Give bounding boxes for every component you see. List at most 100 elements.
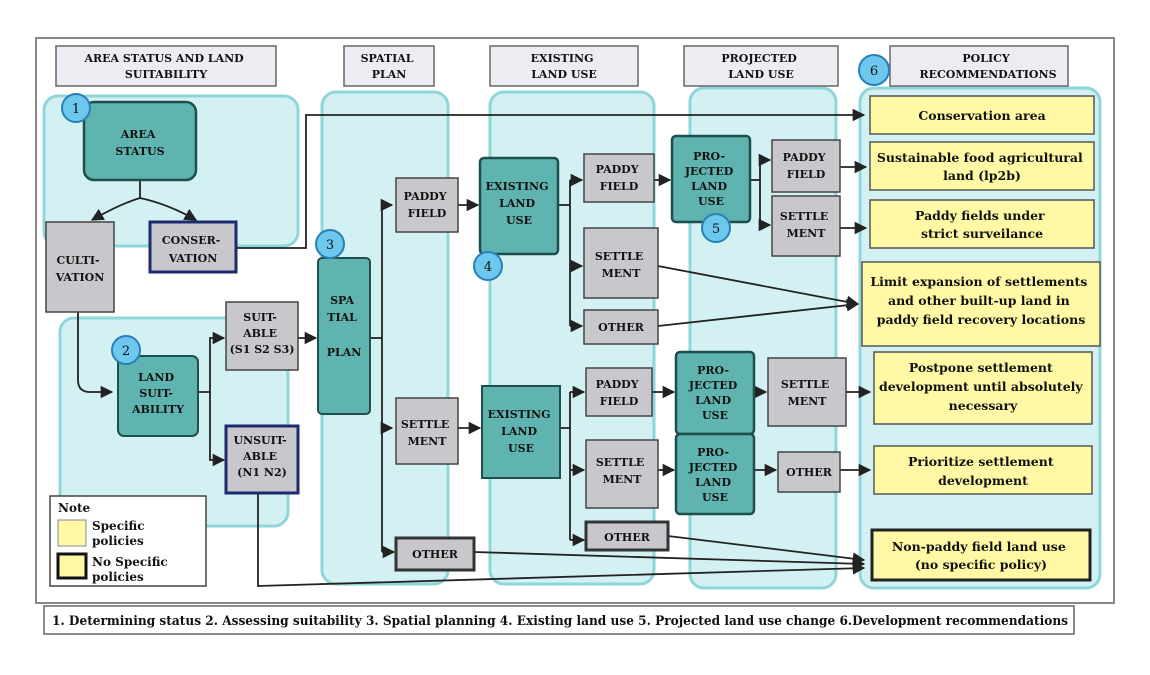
box-plu-3-other-label: OTHER — [786, 466, 833, 479]
box-sp-settlement — [395, 397, 459, 465]
box-sp-settlement-label: SETTLE MENT — [401, 418, 453, 448]
header-area-status: AREA STATUS AND LAND SUITABILITY — [83, 52, 247, 81]
box-elu-top-other-label: OTHER — [598, 321, 645, 334]
policy-paddy-surveilance — [869, 199, 1095, 249]
box-sp-paddy — [395, 177, 459, 233]
box-spatial-plan-label: SPA TIAL PLAN — [327, 294, 362, 359]
step-4-label: 4 — [484, 260, 492, 275]
box-sp-paddy-label: PADDY FIELD — [404, 190, 451, 220]
step-2-circle — [111, 335, 141, 365]
note-title: Note — [58, 501, 91, 515]
step-5-label: 5 — [712, 222, 720, 237]
step-3-label: 3 — [326, 238, 334, 253]
policy-prioritize-text: Prioritize settlement development — [908, 454, 1058, 488]
box-plu-1-settlement — [771, 195, 841, 257]
arrow-to-unsuitable — [209, 392, 226, 467]
policy-non-paddy-text: Non-paddy field land use (no specific po… — [892, 539, 1070, 572]
policy-paddy-surveilance-text: Paddy fields under strict surveilance — [915, 208, 1049, 241]
box-elu-bottom-label: EXISTING LAND USE — [488, 408, 555, 455]
arrow-bot-other-to-nonpaddy — [667, 535, 866, 565]
boxes: AREA STATUS CULTI- VATION CONSER- VATION… — [45, 100, 847, 572]
footer-box — [43, 605, 1075, 635]
policy-limit-expansion-text: Limit expansion of settlements and other… — [870, 274, 1091, 327]
arrow-other-to-p4 — [657, 298, 860, 327]
box-unsuitable-label: UNSUIT- ABLE (N1 N2) — [233, 434, 290, 479]
step-5-circle — [701, 213, 731, 243]
policy-sustainable-food-text: Sustainable food agricultural land (lp2b… — [877, 150, 1087, 183]
footer-steps: 1. Determining status 2. Assessing suita… — [52, 614, 1068, 629]
box-area-status — [82, 100, 198, 182]
box-elu-top-paddy — [583, 153, 655, 203]
arrow-to-cultivation — [90, 197, 141, 221]
arrow-to-conservation — [139, 197, 198, 221]
step-1-label: 1 — [72, 102, 80, 117]
box-elu-bot-other — [584, 520, 670, 552]
header-area-status-box — [55, 45, 277, 87]
header-policy: POLICY RECOMMENDATIONS — [919, 52, 1056, 81]
arrow-sp-other-to-nonpaddy — [473, 551, 866, 570]
box-plu-3-label: PRO- JECTED LAND USE — [688, 446, 741, 504]
box-plu-1-paddy-label: PADDY FIELD — [783, 151, 830, 181]
policy-conservation-area-text: Conservation area — [918, 108, 1045, 123]
note-no-specific-label: No Specific policies — [92, 555, 172, 584]
box-elu-top-settlement — [583, 227, 659, 299]
box-elu-bot-paddy — [585, 367, 653, 417]
box-elu-bot-settlement-label: SETTLE MENT — [596, 456, 648, 486]
box-elu-bot-other-label: OTHER — [604, 531, 651, 544]
step-3-circle — [315, 229, 345, 259]
box-elu-top-settlement-label: SETTLE MENT — [595, 250, 647, 280]
box-conservation-label: CONSER- VATION — [162, 234, 224, 265]
arrow-cultivation-to-suitability — [77, 312, 114, 399]
box-plu-1-paddy — [771, 139, 841, 193]
note-specific-label: Specific policies — [92, 519, 149, 548]
policy-prioritize — [873, 445, 1093, 495]
policy-postpone-text: Postpone settlement development until ab… — [879, 360, 1087, 413]
arrow-unsuitable-to-nonpaddy — [257, 493, 866, 587]
step-1-circle — [61, 93, 91, 123]
box-plu-1-settlement-label: SETTLE MENT — [780, 210, 832, 240]
box-elu-top-paddy-label: PADDY FIELD — [596, 163, 643, 193]
box-elu-bot-paddy-label: PADDY FIELD — [596, 378, 643, 408]
note-specific-swatch — [57, 519, 87, 547]
box-suitable — [225, 301, 299, 371]
note-legend: Note Specific policies No Specific polic… — [49, 495, 207, 587]
box-elu-top — [478, 156, 560, 256]
box-plu-2-settlement — [767, 357, 847, 427]
box-cultivation-label: CULTI- VATION — [55, 254, 105, 284]
box-sp-other-label: OTHER — [412, 548, 459, 561]
box-plu-3 — [674, 432, 756, 516]
step-4-circle — [473, 251, 503, 281]
policy-postpone — [873, 351, 1093, 425]
step-6-label: 6 — [870, 64, 878, 79]
policy-conservation-area — [869, 95, 1095, 135]
box-plu-1 — [670, 134, 752, 224]
box-elu-top-label: EXISTING LAND USE — [486, 180, 553, 227]
box-land-suitability-label: LAND SUIT- ABILITY — [131, 371, 184, 416]
step-numbers: 1 2 3 4 5 6 — [61, 54, 890, 365]
box-elu-top-other — [583, 309, 659, 345]
header-spatial-plan: SPATIAL PLAN — [361, 52, 418, 81]
step-6-circle — [858, 54, 890, 86]
policy-limit-expansion — [861, 261, 1101, 347]
box-plu-1-label: PRO- JECTED LAND USE — [684, 150, 737, 208]
policy-non-paddy — [870, 528, 1092, 582]
note-no-specific-swatch — [56, 552, 88, 580]
box-elu-bottom — [481, 385, 561, 479]
box-conservation — [148, 220, 238, 274]
box-unsuitable — [224, 424, 300, 495]
box-sp-other — [394, 536, 476, 572]
box-area-status-label: AREA STATUS — [115, 128, 164, 158]
box-cultivation — [45, 221, 115, 313]
header-projected-land-use: PROJECTED LAND USE — [721, 52, 800, 81]
header-projected-land-use-box — [683, 45, 839, 87]
header-existing-land-use-box — [489, 45, 639, 87]
arrow-conservation-to-policy — [236, 108, 866, 249]
box-land-suitability — [117, 355, 199, 437]
header-policy-box — [889, 45, 1069, 87]
header-existing-land-use: EXISTING LAND USE — [531, 52, 598, 81]
column-headers: AREA STATUS AND LAND SUITABILITY SPATIAL… — [55, 45, 1069, 87]
header-spatial-plan-box — [343, 45, 435, 87]
policy-sustainable-food — [869, 141, 1095, 191]
box-plu-2-settlement-label: SETTLE MENT — [781, 378, 833, 408]
